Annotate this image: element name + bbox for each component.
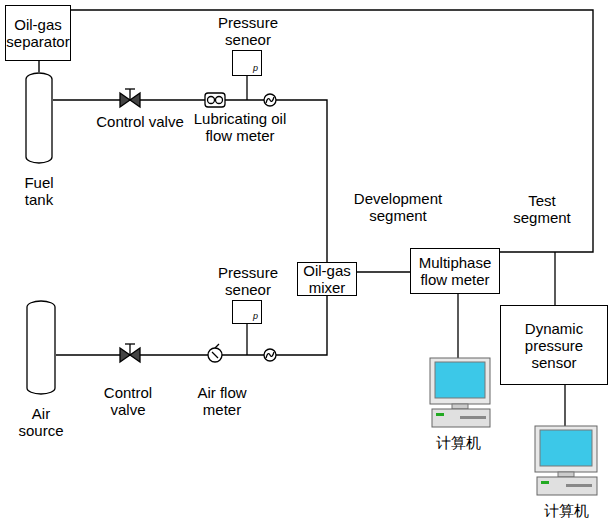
sensor-symbol: p: [253, 311, 258, 321]
control-valve-part: [125, 88, 135, 89]
cylinder-body: [27, 301, 55, 394]
sensor-stem-part: [246, 324, 247, 355]
sensor-heading: Pressure seneor: [210, 264, 286, 298]
control-valve-part: [125, 343, 135, 344]
computer-icon-part: [432, 409, 490, 427]
node-text: Multiphase flow meter: [414, 254, 496, 288]
oil-flow-meter: [205, 93, 225, 107]
meter-label: Lubricating oil flow meter: [192, 110, 288, 144]
pipe-line: [56, 296, 327, 355]
air-flow-meter: [208, 344, 222, 362]
computer-icon: [535, 426, 597, 495]
cylinder-outline: [25, 72, 53, 164]
oil-flow-meter-part: [216, 97, 223, 104]
control-valve-part: [129, 344, 130, 355]
check-valve-part: [266, 97, 274, 103]
segment-label: Test segment: [509, 192, 575, 226]
pressure-sensor: Pressure seneorp: [232, 300, 262, 324]
node-text: Oil-gas separator: [6, 16, 69, 50]
computer-icon-part: [558, 472, 574, 477]
mixer-box: Oil-gas mixer: [297, 262, 357, 296]
oil-flow-meter-part: [205, 93, 225, 107]
fuel-tank: Fuel tank: [25, 72, 53, 164]
check-valve-part: [266, 352, 274, 358]
computer-icon-part: [460, 416, 486, 419]
control-valve: [120, 344, 140, 362]
sensor-stem-part: [564, 385, 565, 426]
node-text: Oil-gas mixer: [301, 262, 353, 296]
computer-icon-part: [430, 358, 490, 404]
pipe-line: [38, 61, 39, 72]
computer-label: 计算机: [531, 502, 601, 519]
dynamic-sensor-box: Dynamic pressure sensor: [500, 305, 608, 385]
cylinder-body: [26, 73, 52, 163]
flow-meter-box: Multiphase flow meter: [410, 248, 500, 294]
segment-label: Development segment: [343, 190, 453, 224]
control-valve: [120, 89, 140, 107]
sensor-stem-part: [246, 76, 247, 100]
valve-label: Control valve: [94, 384, 162, 418]
control-valve-part: [129, 89, 130, 100]
sensor-stem-part: [554, 252, 555, 305]
computer-icon-part: [535, 426, 597, 472]
air-flow-meter-part: [212, 344, 219, 358]
sensor-symbol: p: [253, 63, 258, 73]
valve-label: Control valve: [88, 113, 192, 130]
computer-icon-part: [436, 413, 444, 416]
check-valve: [264, 349, 276, 361]
computer-label: 计算机: [423, 434, 493, 451]
computer-icon-part: [540, 430, 592, 466]
computer-icon-part: [537, 477, 597, 495]
check-valve: [264, 94, 276, 106]
computer-icon-part: [435, 362, 485, 398]
sensor-heading: Pressure seneor: [210, 14, 286, 48]
computer-icon: [430, 358, 490, 427]
computer-icon-part: [452, 404, 468, 409]
check-valve-part: [264, 349, 276, 361]
sensor-stem-part: [457, 294, 458, 358]
node-text: Dynamic pressure sensor: [504, 320, 604, 371]
computer-icon-part: [541, 481, 549, 484]
air-source: Air source: [26, 300, 56, 395]
node-caption: Fuel tank: [17, 174, 61, 208]
pipe-line: [71, 10, 593, 252]
computer-icon-part: [566, 484, 592, 487]
meter-label: Air flow meter: [187, 384, 257, 418]
check-valve-part: [264, 94, 276, 106]
pipe-line: [357, 271, 410, 272]
pipe-line: [53, 100, 327, 262]
oil-flow-meter-part: [208, 97, 215, 104]
separator-box: Oil-gas separator: [5, 5, 71, 61]
node-caption: Air source: [15, 405, 67, 439]
cylinder-outline: [26, 300, 56, 395]
pressure-sensor: Pressure seneorp: [232, 50, 262, 76]
